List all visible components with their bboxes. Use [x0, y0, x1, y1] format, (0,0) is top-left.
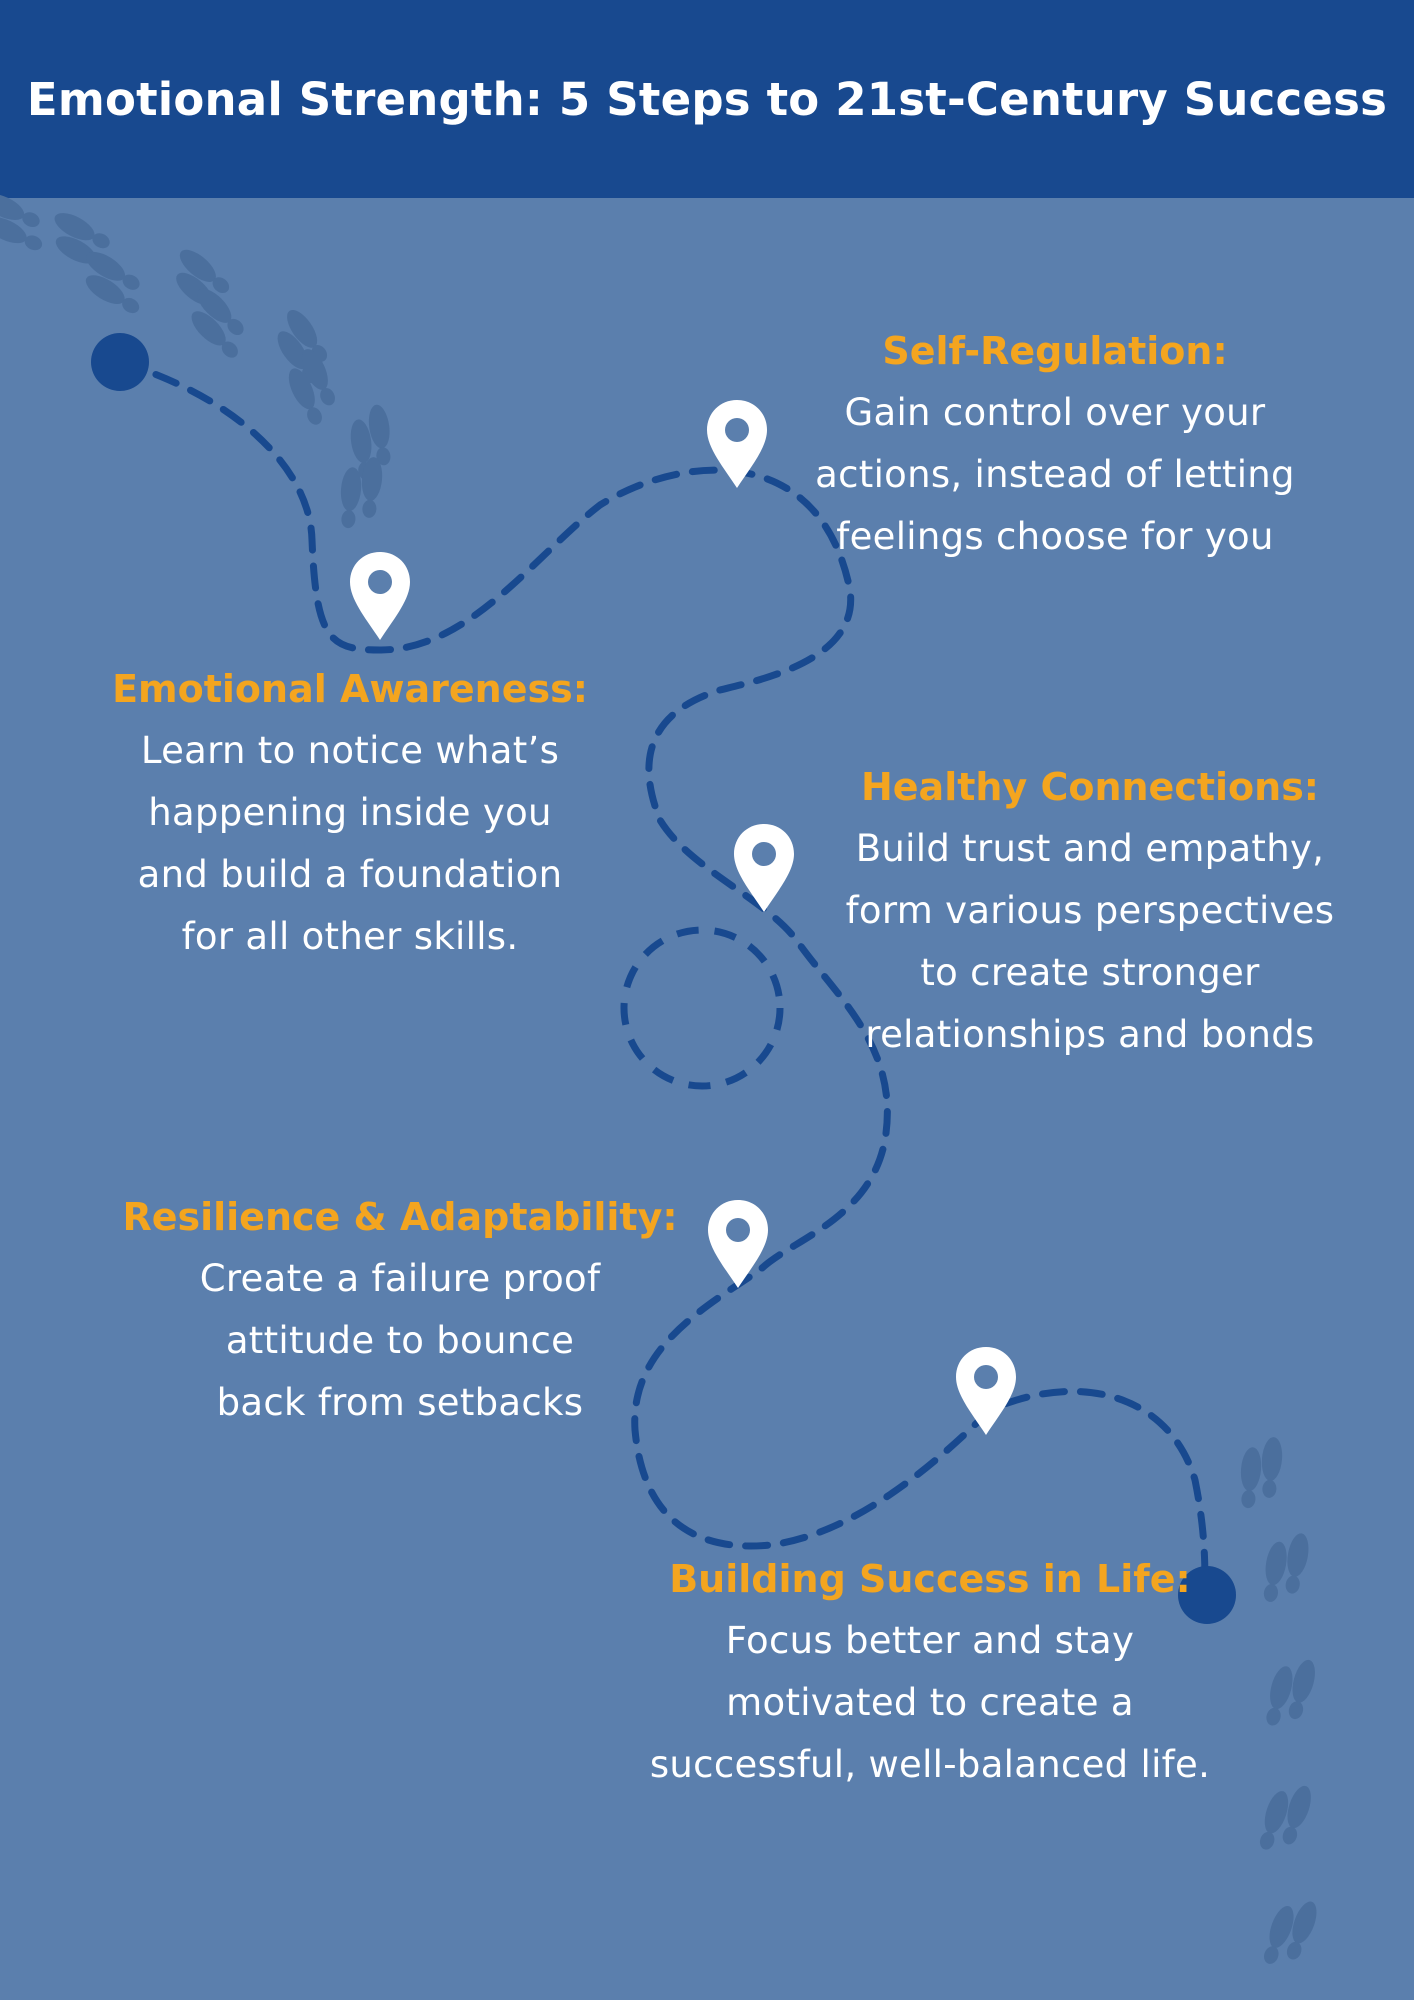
step-description: Focus better and stay motivated to creat… — [649, 1619, 1211, 1786]
step-description: Gain control over your actions, instead … — [815, 391, 1295, 558]
step-title: Building Success in Life: — [669, 1557, 1191, 1601]
step-building-success: Building Success in Life: Focus better a… — [600, 1548, 1260, 1796]
end-dot-icon — [1178, 1566, 1236, 1624]
step-title: Healthy Connections: — [860, 765, 1320, 809]
step-description: Create a failure proof attitude to bounc… — [199, 1257, 601, 1424]
map-pin-icon — [707, 400, 767, 488]
dashed-journey-path — [116, 358, 1209, 1598]
loop-circle — [620, 926, 784, 1090]
footprints-top-left-icon — [0, 188, 397, 531]
map-pin-icon — [734, 824, 794, 912]
step-description: Learn to notice what’s happening inside … — [137, 729, 563, 958]
step-title: Emotional Awareness: — [112, 667, 588, 711]
step-resilience-adaptability: Resilience & Adaptability: Create a fail… — [95, 1186, 705, 1434]
header-banner: Emotional Strength: 5 Steps to 21st-Cent… — [0, 0, 1414, 198]
step-self-regulation: Self-Regulation: Gain control over your … — [770, 320, 1340, 568]
page-title: Emotional Strength: 5 Steps to 21st-Cent… — [26, 72, 1388, 126]
step-title: Self-Regulation: — [882, 329, 1228, 373]
step-title: Resilience & Adaptability: — [122, 1195, 678, 1239]
start-dot-icon — [91, 333, 149, 391]
map-pin-icon — [956, 1347, 1016, 1435]
map-pin-icon — [708, 1200, 768, 1288]
step-description: Build trust and empathy, form various pe… — [845, 827, 1335, 1056]
step-healthy-connections: Healthy Connections: Build trust and emp… — [800, 756, 1380, 1066]
map-pin-icon — [350, 552, 410, 640]
step-emotional-awareness: Emotional Awareness: Learn to notice wha… — [60, 658, 640, 968]
